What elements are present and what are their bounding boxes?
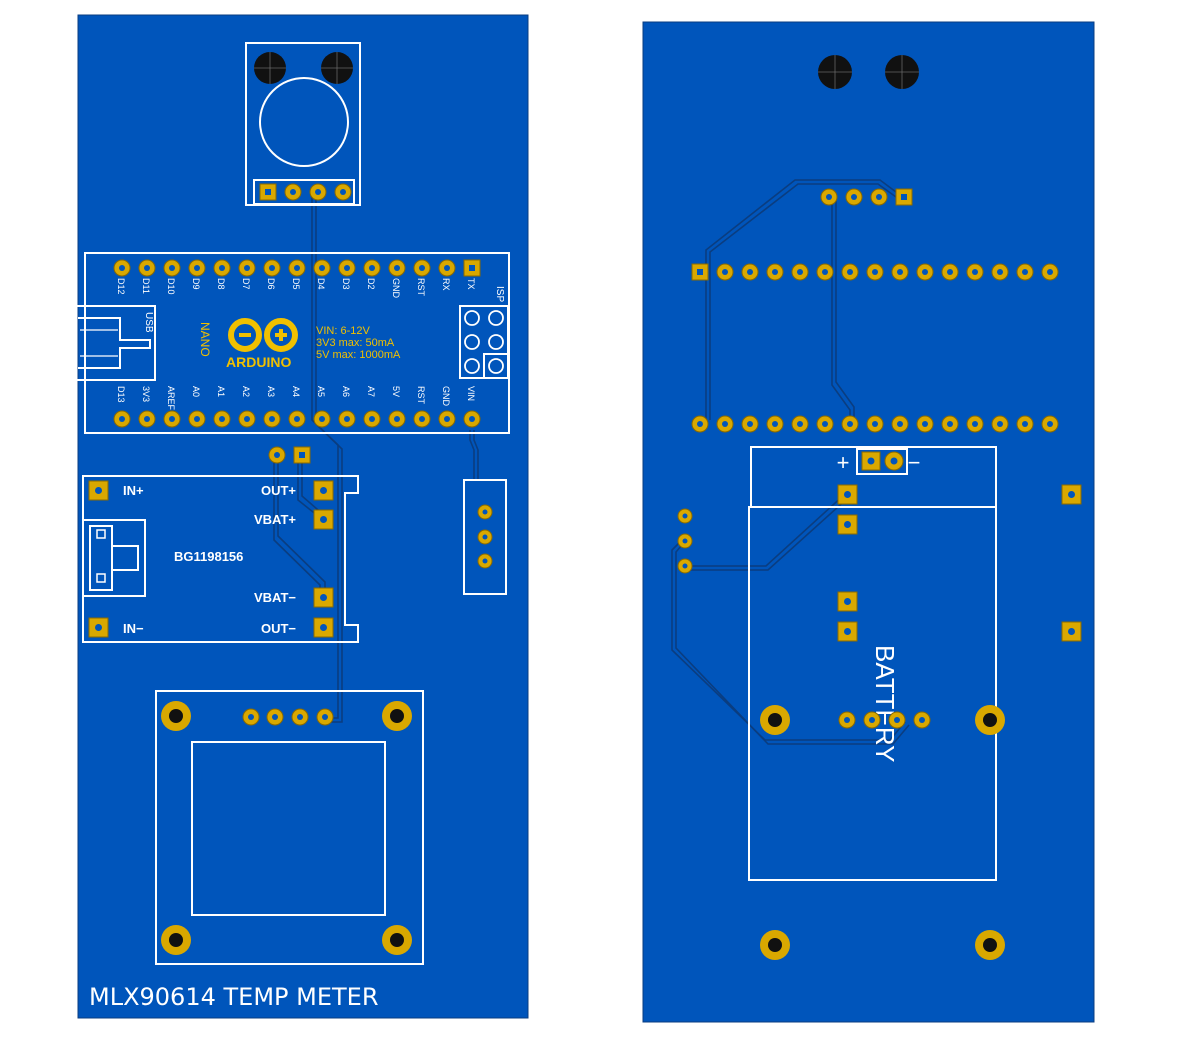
nano-bottom-pin-label: A4 — [291, 386, 301, 397]
arduino-logo: NANO ARDUINO — [198, 318, 298, 370]
nano-top-pin-label: D6 — [266, 278, 276, 290]
nano-bottom-pin-label: A1 — [216, 386, 226, 397]
battery-connector-outline — [856, 448, 908, 475]
nano-bottom-pin-label: RST — [416, 386, 426, 405]
nano-bottom-pin-label: A0 — [191, 386, 201, 397]
usb-connector: USB — [74, 305, 156, 381]
label-in-plus: IN+ — [123, 483, 144, 498]
back-oled-header — [838, 711, 931, 729]
back-sensor-header — [820, 188, 913, 206]
nano-top-pin-label: D5 — [291, 278, 301, 290]
oled-outline — [155, 690, 424, 965]
nano-bottom-pin-label: AREF — [166, 386, 176, 411]
spec-vin: VIN: 6-12V — [316, 325, 370, 337]
spec-3v3: 3V3 max: 50mA — [316, 337, 395, 349]
nano-top-header — [113, 259, 481, 277]
nano-top-pin-label: D12 — [116, 278, 126, 295]
nano-top-pin-label: TX — [466, 278, 476, 290]
back-traces — [671, 179, 910, 745]
nano-top-pin-label: D3 — [341, 278, 351, 290]
back-charger-pads — [837, 484, 1082, 642]
battery-holder: + − BATTERY — [748, 446, 997, 881]
nano-bottom-pin-label: GND — [441, 386, 451, 407]
nano-top-pin-labels: D12 D11 D10 D9 D8 D7 D6 D5 D4 D3 D2 GND RST RX TX — [116, 278, 476, 299]
back-board: + − BATTERY — [642, 21, 1095, 1023]
infinity-logo-icon — [228, 318, 298, 352]
sensor-header-pads — [259, 183, 352, 201]
oled-screen-area — [191, 741, 386, 916]
nano-bottom-pin-label: VIN — [466, 386, 476, 401]
label-vbat-plus: VBAT+ — [254, 512, 296, 527]
battery-plus-label: + — [837, 450, 850, 475]
charger-module: IN+ IN− OUT+ VBAT+ BG1198156 VBAT− OUT− — [82, 475, 359, 643]
back-oled-holes — [760, 705, 1005, 960]
usb-label: USB — [143, 312, 154, 333]
sensor-lens-circle — [259, 77, 349, 167]
back-nano-top-pads — [691, 263, 1059, 281]
label-out-minus: OUT− — [261, 621, 296, 636]
switch-header — [463, 479, 507, 595]
sensor-mount-hole-left — [254, 52, 286, 84]
micro-usb-outline — [82, 519, 146, 597]
board-title: MLX90614 TEMP METER — [89, 983, 379, 1011]
label-part-number: BG1198156 — [174, 549, 243, 564]
battery-body-outline — [748, 506, 997, 881]
spec-5v: 5V max: 1000mA — [316, 349, 401, 361]
nano-top-pin-label: D2 — [366, 278, 376, 290]
nano-bottom-pin-label: A7 — [366, 386, 376, 397]
nano-specs: VIN: 6-12V 3V3 max: 50mA 5V max: 1000mA — [316, 325, 401, 361]
nano-top-pin-label: D8 — [216, 278, 226, 290]
nano-top-pin-label: D7 — [241, 278, 251, 290]
nano-top-pin-label: D4 — [316, 278, 326, 290]
nano-top-pin-label: D9 — [191, 278, 201, 290]
charger-outline — [82, 475, 359, 643]
sensor-header-outline — [253, 179, 355, 205]
isp-header: ISP — [459, 286, 509, 379]
arduino-brand-label: ARDUINO — [226, 354, 291, 370]
back-board-substrate — [642, 21, 1095, 1023]
oled-display-module — [155, 690, 424, 965]
battery-minus-label: − — [908, 450, 921, 475]
sensor-mount-hole-right — [321, 52, 353, 84]
oled-header-pads — [242, 708, 334, 726]
nano-bottom-pin-labels: D13 3V3 AREF A0 A1 A2 A3 A4 A5 A6 A7 5V RST GND VIN — [116, 386, 476, 411]
nano-bottom-pin-label: 3V3 — [141, 386, 151, 402]
nano-bottom-pin-label: A6 — [341, 386, 351, 397]
front-board-substrate — [77, 14, 529, 1019]
nano-top-pin-label: D10 — [166, 278, 176, 295]
mlx90614-sensor-module — [245, 42, 361, 206]
back-sensor-holes — [818, 55, 919, 89]
nano-model-label: NANO — [198, 322, 212, 357]
isp-label: ISP — [494, 286, 505, 302]
nano-bottom-pin-label: 5V — [391, 386, 401, 397]
nano-bottom-pin-label: A3 — [266, 386, 276, 397]
charger-pads — [88, 480, 334, 638]
nano-top-pin-label: RST — [416, 278, 426, 297]
label-out-plus: OUT+ — [261, 483, 296, 498]
label-vbat-minus: VBAT− — [254, 590, 296, 605]
nano-top-pin-label: GND — [391, 278, 401, 299]
battery-label: BATTERY — [870, 645, 900, 763]
nano-bottom-pin-label: A5 — [316, 386, 326, 397]
nano-top-pin-label: D11 — [141, 278, 151, 294]
back-switch-pads — [677, 508, 693, 574]
nano-top-pin-label: RX — [441, 278, 451, 291]
back-nano-bottom-pads — [691, 415, 1059, 433]
nano-bottom-pin-label: D13 — [116, 386, 126, 403]
nano-bottom-header — [113, 410, 481, 428]
label-in-minus: IN− — [123, 621, 144, 636]
two-pin-connector — [268, 446, 311, 464]
nano-bottom-pin-label: A2 — [241, 386, 251, 397]
oled-mount-holes — [161, 701, 412, 955]
